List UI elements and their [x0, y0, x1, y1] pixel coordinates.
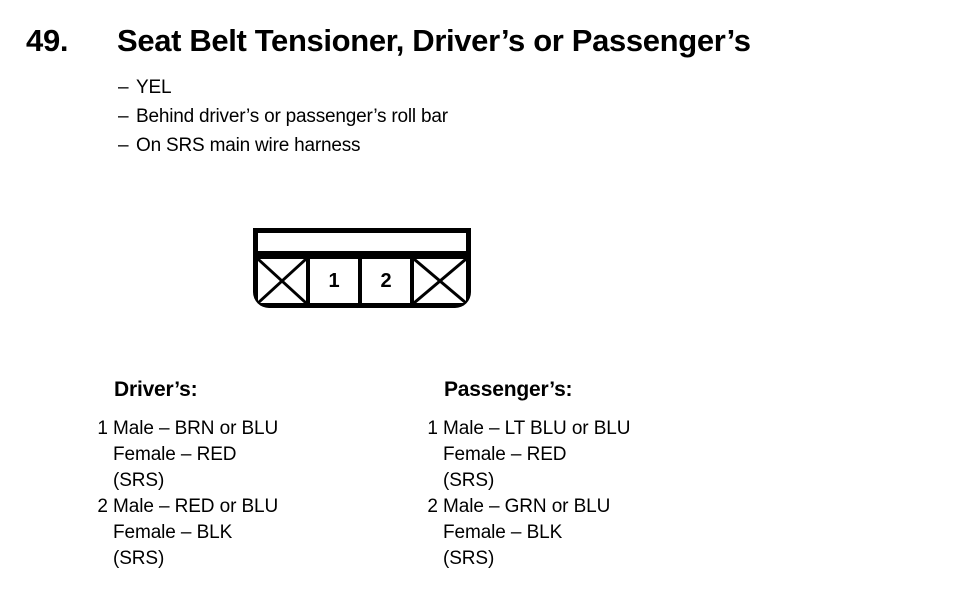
spec-list-item: –Behind driver’s or passenger’s roll bar [118, 102, 818, 131]
pin-entry-line: Male – RED or BLU [113, 496, 279, 517]
pin-entry-lines: Male – BRN or BLU Female – RED (SRS) [113, 416, 422, 494]
x-mark-icon [258, 259, 306, 303]
page-header: 49. Seat Belt Tensioner, Driver’s or Pas… [26, 20, 946, 62]
connector-cell-pin-2: 2 [362, 259, 414, 303]
spec-list-item: –YEL [118, 73, 818, 102]
pin-entry: 1 Male – BRN or BLU Female – RED (SRS) [92, 416, 422, 494]
pin-entry-lines: Male – GRN or BLU Female – BLK (SRS) [443, 494, 752, 572]
pin-entry-line: Male – GRN or BLU [443, 496, 611, 517]
pin-entry: 2 Male – GRN or BLU Female – BLK (SRS) [422, 494, 752, 572]
pin-entry-number: 2 [97, 496, 108, 517]
pin-entry-line: (SRS) [443, 470, 495, 491]
pin-entry: 1 Male – LT BLU or BLU Female – RED (SRS… [422, 416, 752, 494]
pin-entry-line: Female – BLK [113, 522, 233, 543]
pin-entry-line: (SRS) [113, 548, 165, 569]
pin-entry-line: (SRS) [113, 470, 165, 491]
connector-pin-row: 1 2 [253, 255, 471, 308]
spec-list-item: –On SRS main wire harness [118, 131, 818, 160]
pin-entry-number: 2 [427, 496, 438, 517]
connector-diagram: 1 2 [253, 228, 471, 308]
page-title: Seat Belt Tensioner, Driver’s or Passeng… [117, 23, 751, 58]
connector-cell-blank-right [414, 259, 466, 303]
pin-entry-line: Male – LT BLU or BLU [443, 418, 631, 439]
pin-table-heading: Passenger’s: [444, 378, 573, 401]
pin-entry-lines: Male – RED or BLU Female – BLK (SRS) [113, 494, 422, 572]
pin-table-heading: Driver’s: [114, 378, 198, 401]
item-number: 49. [26, 23, 69, 58]
pin-entry-line: Female – BLK [443, 522, 563, 543]
pin-entry-line: Male – BRN or BLU [113, 418, 279, 439]
pin-entry-line: Female – RED [113, 444, 237, 465]
dash-bullet-icon: – [118, 135, 129, 156]
connector-cell-pin-1: 1 [310, 259, 362, 303]
pin-entry-line: (SRS) [443, 548, 495, 569]
connector-top-bar [253, 228, 471, 256]
connector-pin-label: 2 [380, 269, 392, 292]
spec-list-item-text: Behind driver’s or passenger’s roll bar [136, 106, 448, 127]
dash-bullet-icon: – [118, 77, 129, 98]
dash-bullet-icon: – [118, 106, 129, 127]
pin-table-drivers: Driver’s: 1 Male – BRN or BLU Female – R… [92, 375, 422, 572]
spec-list-item-text: On SRS main wire harness [136, 135, 361, 156]
connector-cell-blank-left [258, 259, 310, 303]
connector-pin-label: 1 [328, 269, 340, 292]
x-mark-icon [414, 259, 466, 303]
pin-table-passengers: Passenger’s: 1 Male – LT BLU or BLU Fema… [422, 375, 752, 572]
spec-list: –YEL –Behind driver’s or passenger’s rol… [118, 73, 818, 160]
pin-entry-number: 1 [427, 418, 438, 439]
pin-entry: 2 Male – RED or BLU Female – BLK (SRS) [92, 494, 422, 572]
pin-entry-line: Female – RED [443, 444, 567, 465]
pin-entry-number: 1 [97, 418, 108, 439]
pin-entry-lines: Male – LT BLU or BLU Female – RED (SRS) [443, 416, 752, 494]
spec-list-item-text: YEL [136, 77, 172, 98]
